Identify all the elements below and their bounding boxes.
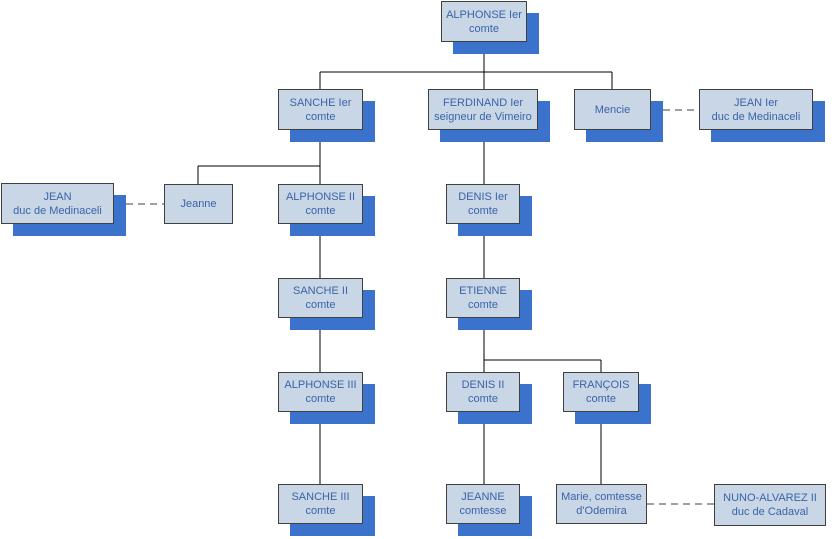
node-marie[interactable]: Marie, comtesse d'Odemira xyxy=(556,484,647,524)
node-etienne[interactable]: ETIENNE comte xyxy=(446,278,520,318)
node-denis-1[interactable]: DENIS Ier comte xyxy=(446,184,520,224)
node-alphonse-2[interactable]: ALPHONSE II comte xyxy=(278,184,363,224)
node-denis-2[interactable]: DENIS II comte xyxy=(446,372,520,412)
node-jeanne[interactable]: Jeanne xyxy=(164,184,233,224)
node-title: comte xyxy=(468,299,498,311)
node-name: DENIS II xyxy=(461,379,505,391)
node-title: comtesse xyxy=(459,505,507,517)
node-name: SANCHE III xyxy=(291,491,350,503)
node-alphonse-1[interactable]: ALPHONSE Ier comte xyxy=(441,1,527,42)
node-jeanne-comtesse[interactable]: JEANNE comtesse xyxy=(446,484,520,524)
node-title: seigneur de Vimeiro xyxy=(434,110,532,123)
node-sanche-3[interactable]: SANCHE III comte xyxy=(278,484,363,524)
node-title: d'Odemira xyxy=(576,505,627,517)
node-nuno[interactable]: NUNO-ALVAREZ II duc de Cadaval xyxy=(714,484,826,526)
node-name: JEAN xyxy=(43,190,72,203)
node-title: duc de Cadaval xyxy=(731,506,809,518)
node-name: NUNO-ALVAREZ II xyxy=(723,492,817,504)
node-name: SANCHE Ier xyxy=(289,96,352,109)
node-name: ALPHONSE II xyxy=(285,191,356,203)
node-title: comte xyxy=(305,505,336,517)
node-title: comte xyxy=(468,393,498,405)
node-ferdinand-1[interactable]: FERDINAND Ier seigneur de Vimeiro xyxy=(428,89,538,130)
node-jean-1[interactable]: JEAN Ier duc de Medinaceli xyxy=(699,89,813,130)
node-mencie[interactable]: Mencie xyxy=(574,89,651,130)
node-title: comte xyxy=(468,205,498,217)
node-title: duc de Medinaceli xyxy=(13,204,102,217)
node-alphonse-3[interactable]: ALPHONSE III comte xyxy=(278,372,363,412)
node-jean-duc[interactable]: JEAN duc de Medinaceli xyxy=(1,183,114,224)
node-name: ALPHONSE III xyxy=(284,379,357,391)
node-title: comte xyxy=(305,205,336,217)
node-name: JEAN Ier xyxy=(733,96,778,109)
node-name: ETIENNE xyxy=(459,285,507,297)
node-title: duc de Medinaceli xyxy=(711,110,801,123)
node-title: comte xyxy=(305,110,336,123)
node-name: ALPHONSE Ier xyxy=(446,8,522,21)
node-name: JEANNE xyxy=(461,491,505,503)
node-francois[interactable]: FRANÇOIS comte xyxy=(563,372,639,412)
node-name: SANCHE II xyxy=(292,285,348,297)
node-title: comte xyxy=(469,22,499,35)
node-title: comte xyxy=(586,393,616,405)
node-name: Mencie xyxy=(594,103,631,116)
node-title: comte xyxy=(305,393,336,405)
node-name: Marie, comtesse xyxy=(561,491,642,503)
node-title: comte xyxy=(305,299,336,311)
node-name: FERDINAND Ier xyxy=(442,96,524,109)
node-name: DENIS Ier xyxy=(458,191,508,203)
node-name: FRANÇOIS xyxy=(572,379,630,391)
node-sanche-1[interactable]: SANCHE Ier comte xyxy=(278,89,363,130)
node-sanche-2[interactable]: SANCHE II comte xyxy=(278,278,363,318)
node-name: Jeanne xyxy=(180,198,217,210)
